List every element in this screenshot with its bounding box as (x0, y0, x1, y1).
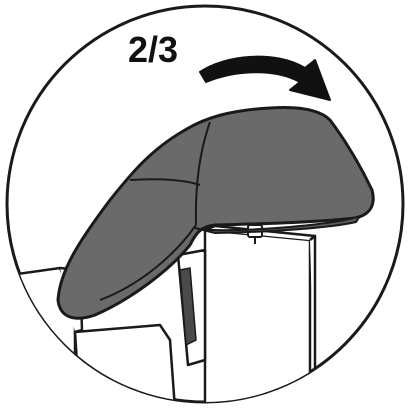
step-label: 2/3 (128, 29, 178, 70)
seat-cushion (56, 106, 375, 320)
latch-strip (179, 267, 197, 347)
clockwise-curved-arrow-icon (199, 55, 331, 101)
